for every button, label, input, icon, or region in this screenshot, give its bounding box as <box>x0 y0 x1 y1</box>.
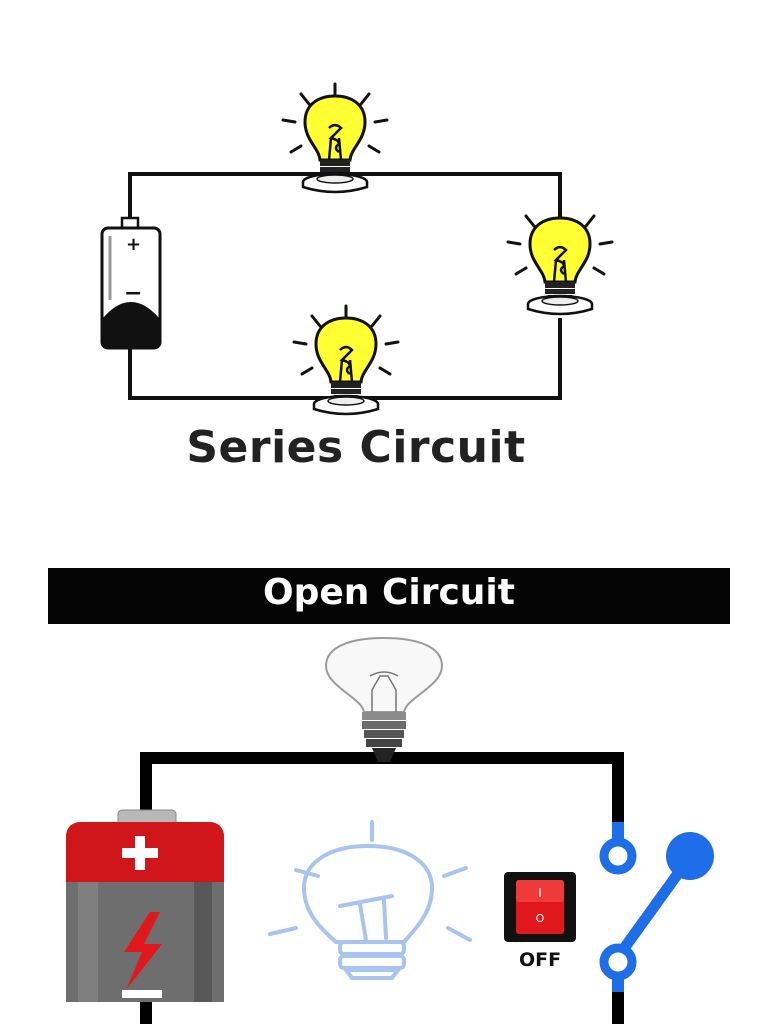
open-switch-icon <box>599 822 714 992</box>
open-circuit-graphic: I O OFF <box>66 636 714 1024</box>
open-wire-top <box>140 752 624 822</box>
open-circuit-banner: Open Circuit <box>48 568 730 624</box>
series-circuit-graphic: + − <box>100 82 614 416</box>
faded-bulb-outline-icon <box>268 820 472 980</box>
open-circuit-diagram: Open Circuit <box>0 560 768 1024</box>
red-battery-icon <box>66 809 224 1002</box>
switch-off-label: OFF <box>519 949 561 971</box>
switch-on-symbol: I <box>538 886 542 900</box>
switch-off-symbol: O <box>536 912 545 925</box>
series-battery-negative: − <box>124 281 142 306</box>
clear-bulb-icon <box>324 636 444 762</box>
series-circuit-diagram: + − Series Circuit <box>100 82 614 473</box>
rocker-switch-off[interactable]: I O OFF <box>504 872 576 971</box>
series-battery-positive: + <box>126 234 141 255</box>
series-bulb-right-icon <box>506 204 614 316</box>
open-circuit-title: Open Circuit <box>263 572 515 613</box>
series-circuit-title: Series Circuit <box>186 422 526 473</box>
series-battery-icon: + − <box>100 216 162 350</box>
